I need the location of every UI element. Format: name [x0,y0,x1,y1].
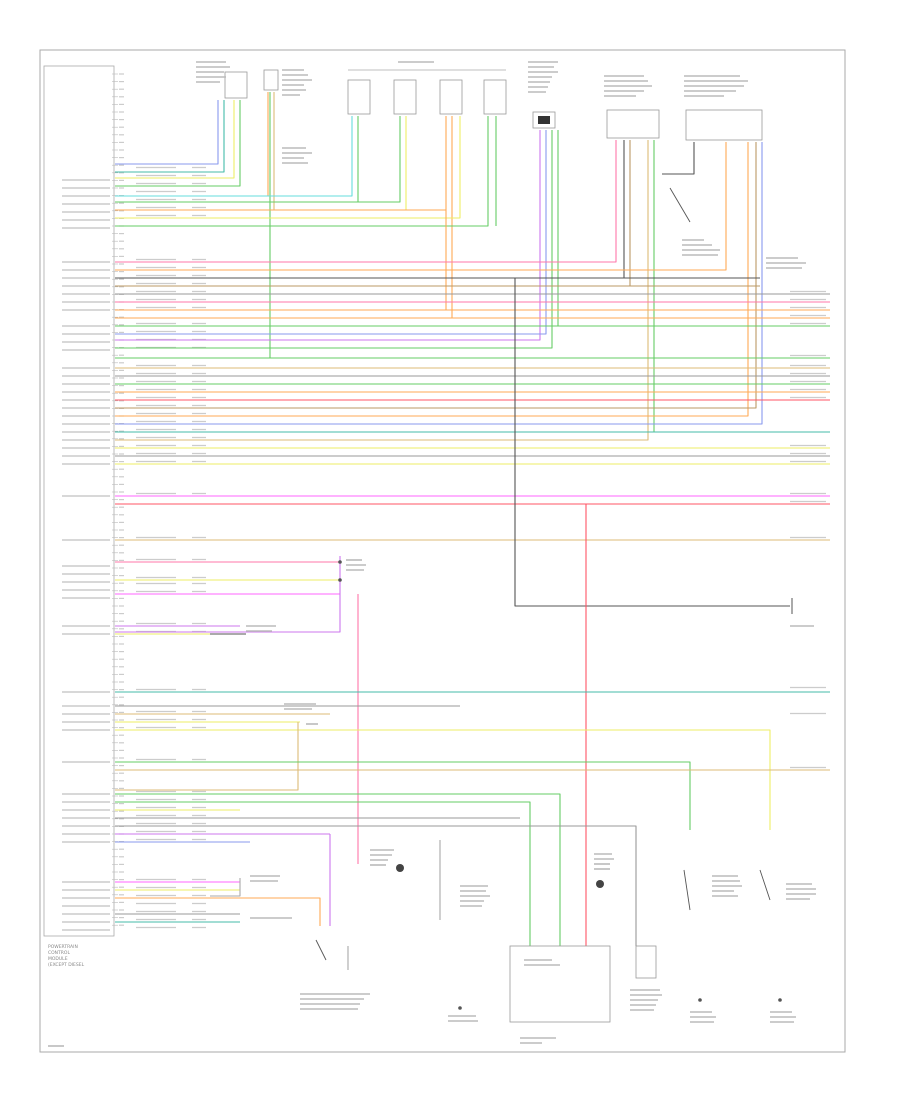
diagram-frame [39,49,846,1053]
wire [557,130,760,327]
wire [115,793,561,946]
transmission-range-switch [509,945,611,1023]
wire [115,116,401,203]
diagram-title-line3: MODULE [48,956,68,962]
fuel-injector-4 [483,79,507,115]
throttle-position-sensor [685,109,763,141]
splice-dot [338,560,342,564]
diagram-title-line4: (EXCEPT DIESEL [48,962,85,968]
fuel-injector-2 [393,79,417,115]
splice-dot [458,1006,462,1010]
wire [115,130,547,335]
wire [623,140,760,279]
wire [210,878,241,897]
wire-runs [115,92,830,946]
pcm-pin-labels [62,73,206,931]
fuel-injector-3 [439,79,463,115]
switch-symbol [683,869,691,911]
idle-air-control-connector [532,111,556,129]
wire [514,278,790,607]
lamp-symbol [396,864,404,872]
vss-connector [635,945,657,979]
wire [115,761,691,830]
wire [115,116,489,227]
wire [115,142,763,425]
wire [115,801,531,946]
wire [115,142,749,417]
diagram-title-line2: CONTROL [48,950,70,956]
splice-dot [698,998,702,1002]
wire [115,897,321,926]
wire [115,116,353,197]
wire [115,116,461,219]
wire [115,100,241,187]
wire [445,210,760,311]
wire [115,92,275,211]
wire [115,722,299,791]
wire [585,503,830,946]
wire [115,130,553,349]
pcm-box [43,65,115,937]
diagram-title: POWERTRAIN [48,944,78,950]
wire [115,100,235,179]
wire [451,116,760,319]
crankshaft-sensor-connector [263,69,279,91]
ground-strap [669,187,691,223]
sensor-symbol [596,880,604,888]
wire [115,92,269,197]
wire [430,729,771,830]
wire [115,140,649,441]
wire [115,825,637,946]
wire [115,140,617,263]
splice-dot [778,998,782,1002]
wire [629,140,760,287]
iac-motor-symbol [538,116,550,124]
wire [115,100,225,173]
wire [662,142,695,175]
switch-symbol [315,939,327,961]
fuel-injector-1 [347,79,371,115]
switch-symbol [759,869,771,901]
wire [115,142,727,271]
wire [115,130,541,341]
egr-valve-connector [606,109,660,139]
wire [115,116,359,203]
splice-dot [338,578,342,582]
wire [115,100,219,165]
camshaft-sensor-connector [224,71,248,99]
components [48,61,826,1047]
